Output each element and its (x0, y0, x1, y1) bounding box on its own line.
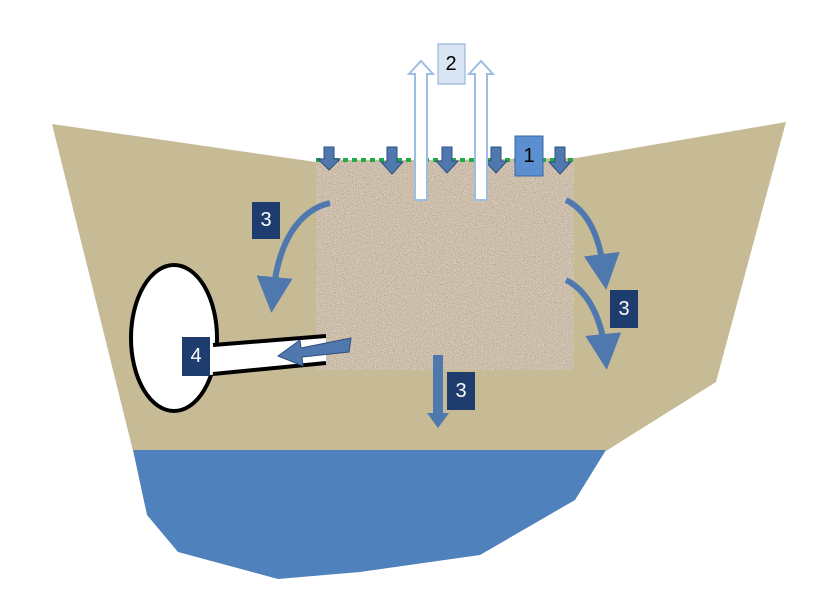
badge-2-text: 2 (445, 53, 456, 75)
gravel-texture (316, 160, 574, 370)
infiltration-arrow (434, 146, 460, 174)
badge-1: 1 (514, 135, 544, 177)
badge-3-bottom-text: 3 (455, 380, 466, 402)
percolation-arrows (256, 197, 622, 428)
infiltration-arrow (547, 146, 573, 175)
badge-4: 4 (182, 337, 210, 376)
pipe-edge-top (212, 334, 327, 347)
badge-3-left: 3 (252, 202, 280, 239)
badge-3-right: 3 (610, 290, 638, 328)
percolation-arrow-down (427, 355, 449, 428)
evaporation-arrow (406, 59, 436, 201)
evaporation-arrows (406, 59, 496, 201)
infiltration-arrow (379, 146, 405, 175)
groundwater (133, 450, 606, 579)
badge-3-bottom: 3 (447, 372, 475, 410)
percolation-arrow-right-lower (564, 277, 622, 370)
infiltration-arrows (316, 146, 573, 175)
percolation-arrow-right-upper (564, 197, 620, 290)
infiltration-arrow (316, 146, 342, 171)
badge-3-left-text: 3 (260, 209, 271, 231)
evaporation-arrow (466, 59, 496, 201)
badge-4-text: 4 (190, 345, 201, 367)
drainage-arrow (276, 337, 352, 367)
badge-1-text: 1 (523, 145, 534, 167)
badge-3-right-text: 3 (618, 298, 629, 320)
infiltration-arrow (483, 146, 509, 174)
badge-2: 2 (437, 43, 466, 85)
percolation-arrow-left (256, 200, 331, 313)
pipe-edge-bottom (212, 361, 327, 376)
